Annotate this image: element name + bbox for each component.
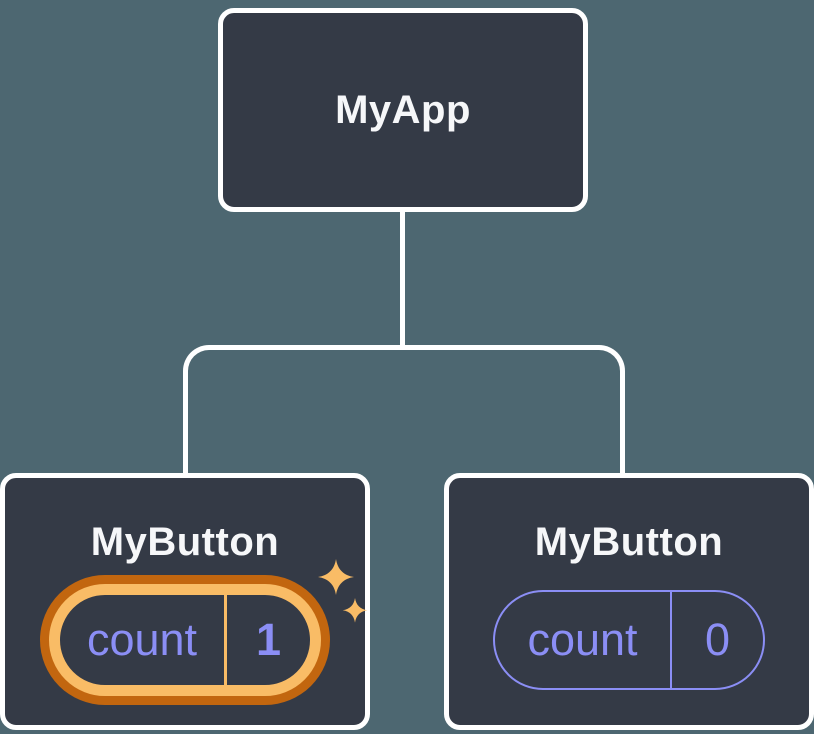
- state-pill: count 0: [493, 590, 765, 690]
- sparkles-icon: [318, 559, 368, 623]
- node-myapp: MyApp: [218, 8, 588, 212]
- pill-divider: [224, 595, 227, 685]
- connector-stem: [400, 212, 405, 348]
- connector-branch: [183, 345, 625, 473]
- node-mybutton-initial-label: MyButton: [534, 520, 724, 564]
- node-mybutton-initial: MyButton count 0: [444, 473, 814, 730]
- pill-divider: [670, 592, 672, 688]
- state-value: 0: [704, 614, 731, 665]
- node-myapp-label: MyApp: [335, 87, 471, 132]
- node-mybutton-updated: MyButton count 1: [0, 473, 370, 730]
- state-value: 1: [255, 614, 282, 665]
- state-name: count: [527, 614, 638, 665]
- state-pill-highlighted: count 1: [49, 584, 321, 696]
- state-name: count: [86, 614, 198, 665]
- node-mybutton-updated-label: MyButton: [90, 520, 280, 564]
